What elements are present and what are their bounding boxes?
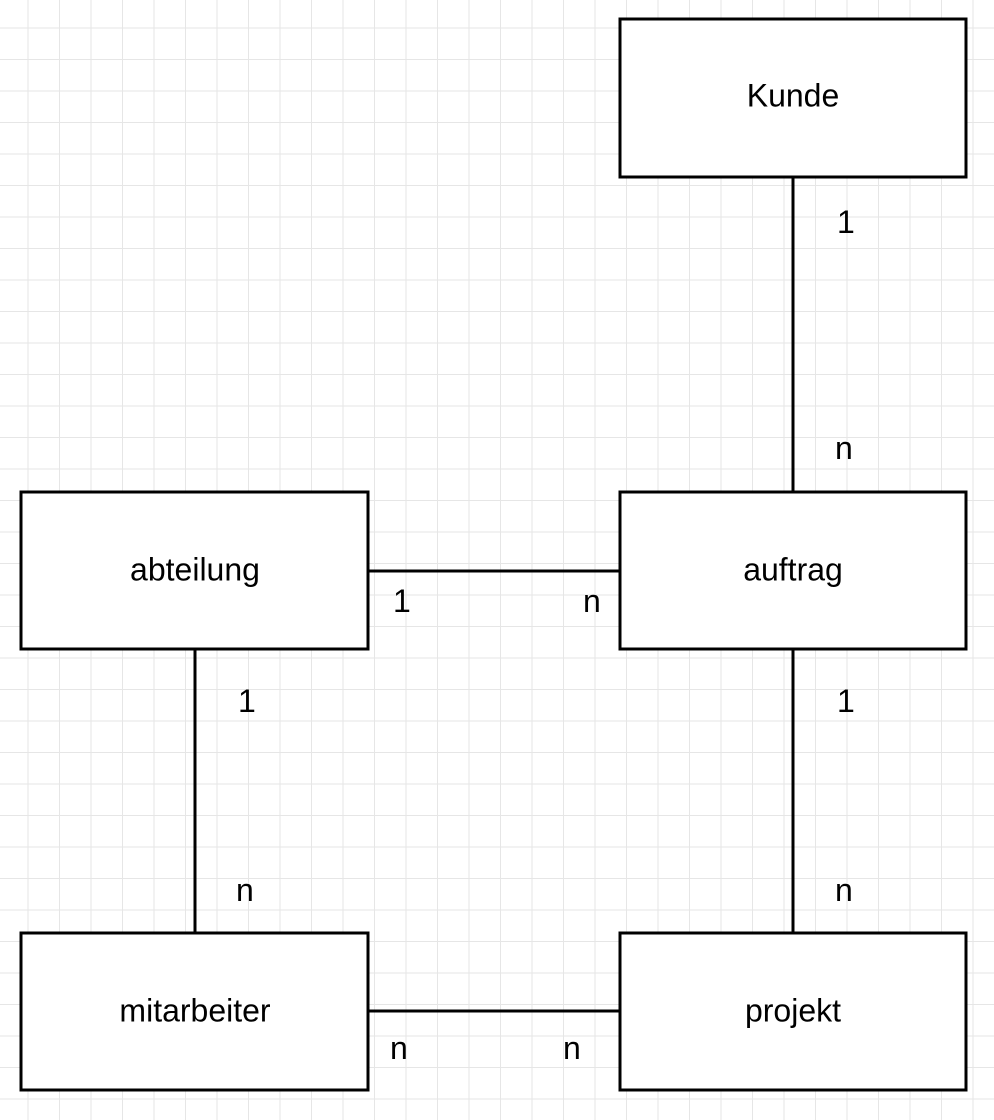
entity-abteilung[interactable]: abteilung <box>19 490 370 651</box>
entity-label-projekt: projekt <box>745 992 841 1028</box>
entity-box <box>19 490 370 651</box>
entity-label-mitarbeiter: mitarbeiter <box>119 992 271 1028</box>
cardinality-projekt-side: n <box>563 1030 581 1066</box>
entity-kunde[interactable]: Kunde <box>618 17 968 179</box>
cardinality-auftrag-side: 1 <box>837 683 855 719</box>
cardinality-mitarbeiter-side: n <box>236 872 254 908</box>
entity-box <box>618 490 968 651</box>
cardinality-projekt-side: n <box>835 872 853 908</box>
entity-box <box>618 17 968 179</box>
entity-label-auftrag: auftrag <box>743 551 843 587</box>
entity-label-kunde: Kunde <box>747 77 840 113</box>
entity-projekt[interactable]: projekt <box>618 931 968 1092</box>
cardinality-mitarbeiter-side: n <box>390 1030 408 1066</box>
entity-auftrag[interactable]: auftrag <box>618 490 968 651</box>
cardinality-kunde-side: 1 <box>837 204 855 240</box>
cardinality-auftrag-side: n <box>835 430 853 466</box>
entity-box <box>618 931 968 1092</box>
cardinality-auftrag-side: n <box>583 583 601 619</box>
entity-mitarbeiter[interactable]: mitarbeiter <box>19 931 370 1092</box>
cardinality-abteilung-side: 1 <box>393 583 411 619</box>
entity-label-abteilung: abteilung <box>130 551 260 587</box>
entity-box <box>19 931 370 1092</box>
cardinality-abteilung-side: 1 <box>238 683 256 719</box>
